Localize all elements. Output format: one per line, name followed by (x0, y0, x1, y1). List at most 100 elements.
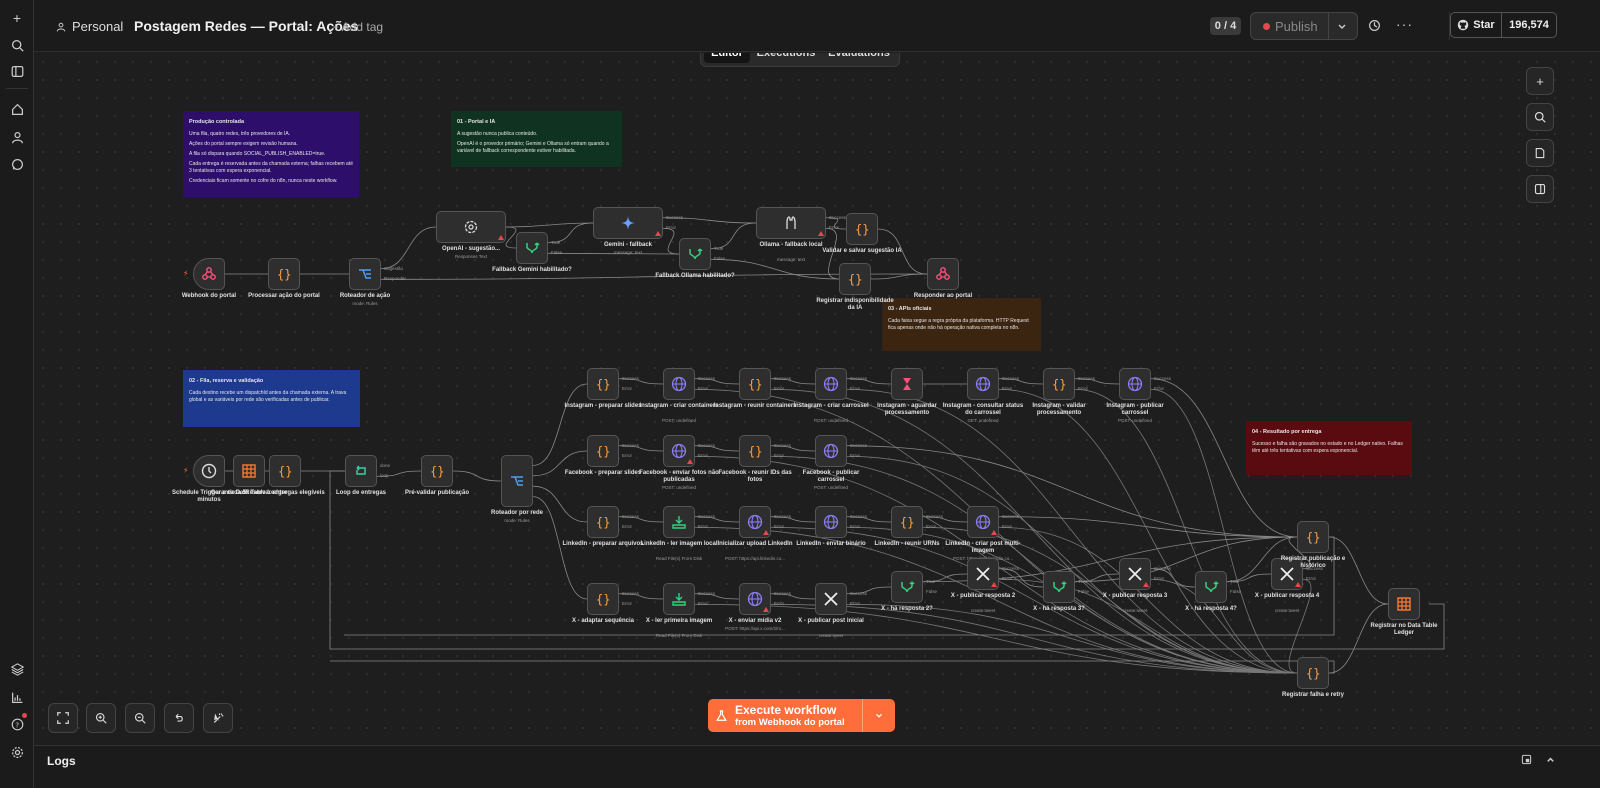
connection (1226, 573, 1272, 583)
insights-icon[interactable] (8, 688, 26, 706)
node-label: X - publicar resposta 2 (950, 593, 1016, 599)
node-fb1[interactable]: {} (587, 435, 619, 467)
node-x8[interactable] (1119, 558, 1151, 590)
node-processar[interactable]: {} (268, 258, 300, 290)
node-ig6[interactable] (967, 368, 999, 400)
connection (376, 470, 422, 477)
tab-evaluations[interactable]: Evaluations (828, 53, 890, 59)
chat-icon[interactable] (8, 155, 26, 173)
node-ig8[interactable] (1119, 368, 1151, 400)
side-panel-button[interactable] (1526, 175, 1554, 203)
node-roteador-acao[interactable] (349, 258, 381, 290)
execute-options-button[interactable] (863, 699, 895, 732)
node-li4[interactable] (815, 506, 847, 538)
node-garantir[interactable] (233, 455, 265, 487)
node-openai[interactable] (436, 211, 506, 243)
webhook-icon (202, 267, 216, 280)
templates-icon[interactable] (8, 660, 26, 678)
node-ig5[interactable] (891, 368, 923, 400)
node-webhook[interactable] (193, 258, 225, 290)
connection (532, 496, 588, 600)
node-x4[interactable] (815, 583, 847, 615)
node-label: Roteador de ação (339, 293, 391, 299)
more-options-icon[interactable]: ··· (1396, 16, 1413, 32)
zoom-out-button[interactable] (125, 703, 155, 733)
tab-executions[interactable]: Executions (756, 53, 816, 59)
node-registrar-indisp[interactable]: {} (839, 263, 871, 295)
node-prevalidar[interactable]: {} (421, 455, 453, 487)
chevron-down-icon[interactable] (1336, 21, 1348, 33)
node-ig3[interactable]: {} (739, 368, 771, 400)
fit-view-button[interactable] (48, 703, 78, 733)
node-subtitle: POST: undefined (661, 418, 697, 423)
node-ig2[interactable] (663, 368, 695, 400)
node-x9[interactable] (1195, 571, 1227, 603)
output-port-label: False (714, 256, 726, 262)
node-validar[interactable]: {} (846, 213, 878, 245)
publish-button[interactable]: Publish (1275, 19, 1318, 34)
panel-toggle-icon[interactable] (8, 62, 26, 80)
home-icon[interactable] (8, 100, 26, 118)
panel-icon (1534, 183, 1546, 195)
node-label: Fallback Gemini habilitado? (492, 267, 572, 273)
node-li5[interactable]: {} (891, 506, 923, 538)
node-responder[interactable] (927, 258, 959, 290)
workflow-title[interactable]: Postagem Redes — Portal: Ações (134, 18, 359, 34)
node-fallback-gemini[interactable] (516, 232, 548, 264)
node-fallback-ollama[interactable] (679, 238, 711, 270)
add-node-button[interactable]: + (1526, 67, 1554, 95)
output-port-label: Success (850, 375, 868, 381)
plus-icon[interactable]: + (12, 10, 22, 26)
node-x1[interactable]: {} (587, 583, 619, 615)
history-icon[interactable] (1368, 19, 1381, 32)
settings-gear-icon[interactable] (8, 743, 26, 761)
node-fb3[interactable]: {} (739, 435, 771, 467)
node-schedule[interactable] (193, 455, 225, 487)
node-roteador-rede[interactable] (501, 455, 533, 507)
project-breadcrumb[interactable]: Personal (56, 19, 123, 34)
add-tag-button[interactable]: + Add tag (332, 20, 384, 34)
node-ig7[interactable]: {} (1043, 368, 1075, 400)
node-li2[interactable] (663, 506, 695, 538)
node-x5[interactable] (891, 571, 923, 603)
help-icon[interactable]: ? (8, 715, 26, 733)
zoom-in-button[interactable] (86, 703, 116, 733)
output-port-label: Success (1002, 513, 1020, 519)
node-x7[interactable] (1043, 571, 1075, 603)
node-ig1[interactable]: {} (587, 368, 619, 400)
svg-text:{}: {} (596, 378, 610, 392)
user-icon[interactable] (8, 128, 26, 146)
node-x2[interactable] (663, 583, 695, 615)
logs-panel[interactable]: Logs (34, 745, 1600, 788)
node-reg-ledger[interactable] (1388, 588, 1420, 620)
node-reservar[interactable]: {} (269, 455, 301, 487)
undo-button[interactable] (164, 703, 194, 733)
node-li1[interactable]: {} (587, 506, 619, 538)
node-ig4[interactable] (815, 368, 847, 400)
fit-icon (57, 712, 69, 724)
node-loop[interactable] (345, 455, 377, 487)
chevron-up-icon[interactable] (1545, 754, 1556, 765)
search-icon[interactable] (8, 36, 26, 54)
node-fb4[interactable] (815, 435, 847, 467)
node-reg-pub[interactable]: {} (1297, 521, 1329, 553)
node-reg-falha[interactable]: {} (1297, 657, 1329, 689)
node-label: Gemini - fallback (603, 242, 652, 248)
node-gemini[interactable] (593, 207, 663, 239)
execute-workflow-button[interactable]: Execute workflow from Webhook do portal (708, 699, 862, 732)
tidy-up-button[interactable] (203, 703, 233, 733)
node-label: Facebook - enviar fotos não publicadas (639, 470, 719, 483)
node-ollama[interactable] (756, 207, 826, 239)
output-port-label: Error (622, 601, 632, 607)
search-nodes-button[interactable] (1526, 103, 1554, 131)
tab-editor[interactable]: Editor (704, 53, 750, 63)
sticky-note-button[interactable] (1526, 139, 1554, 167)
github-star-widget[interactable]: Star 196,574 (1450, 12, 1557, 38)
popout-icon[interactable] (1521, 754, 1532, 765)
